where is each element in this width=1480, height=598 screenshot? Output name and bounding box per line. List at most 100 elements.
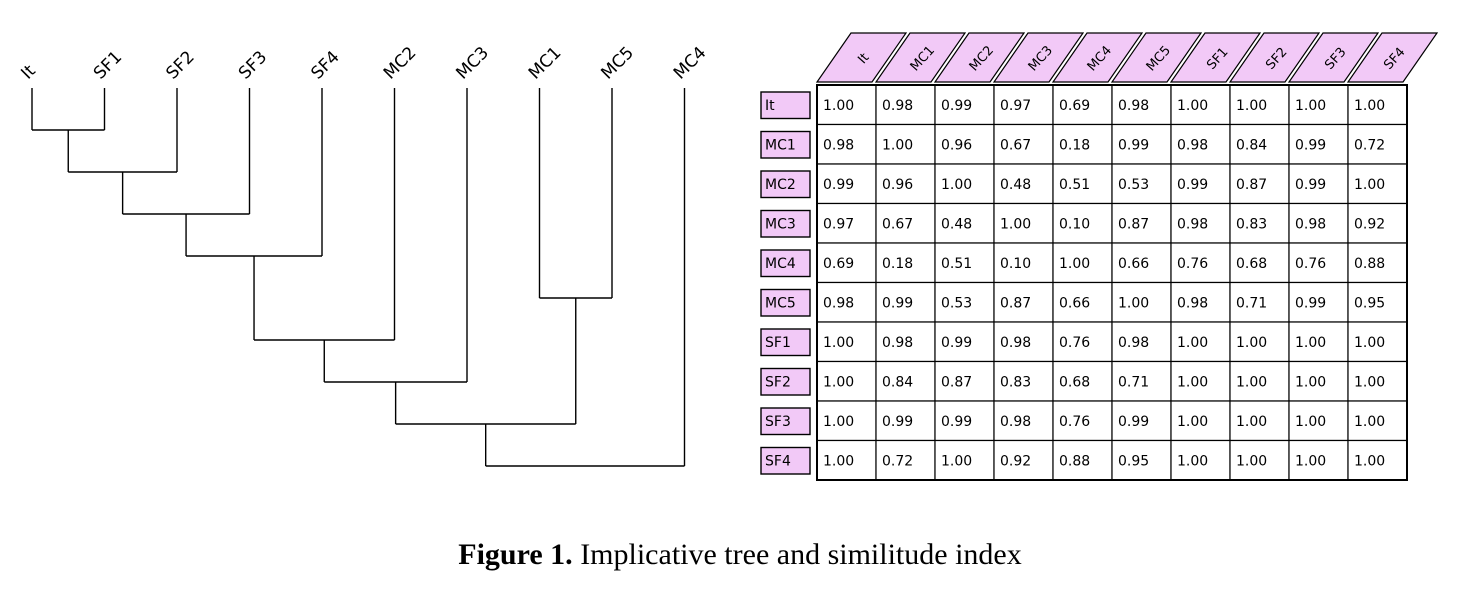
matrix-cell-value: 0.98 xyxy=(823,295,854,311)
row-header-cell-sf1 xyxy=(760,328,811,357)
matrix-cell-value: 1.00 xyxy=(1295,453,1326,469)
matrix-cell xyxy=(1347,281,1408,323)
matrix-cell-value: 1.00 xyxy=(823,335,854,351)
leaf-label-sf3: SF3 xyxy=(235,47,271,83)
matrix-cell-value: 0.10 xyxy=(1059,216,1090,232)
matrix-cell-value: 0.71 xyxy=(1118,374,1149,390)
row-header-label-mc2: MC2 xyxy=(765,177,796,193)
matrix-cell-value: 0.51 xyxy=(941,256,972,272)
matrix-cell-value: 1.00 xyxy=(1059,256,1090,272)
row-header-label-mc1: MC1 xyxy=(765,137,796,153)
matrix-cell xyxy=(1347,400,1408,442)
matrix-cell-value: 0.99 xyxy=(1177,177,1208,193)
row-header-label-sf2: SF2 xyxy=(765,374,791,390)
matrix-cell-value: 0.92 xyxy=(1354,216,1385,232)
matrix-cell-value: 0.99 xyxy=(1118,414,1149,430)
matrix-cell-value: 1.00 xyxy=(1177,453,1208,469)
matrix-cell-value: 0.76 xyxy=(1059,335,1090,351)
matrix-cell-value: 1.00 xyxy=(1295,374,1326,390)
matrix-cell-value: 0.76 xyxy=(1295,256,1326,272)
matrix-cell xyxy=(934,163,995,205)
matrix-cell-value: 1.00 xyxy=(1118,295,1149,311)
matrix-cell-value: 0.95 xyxy=(1354,295,1385,311)
figure-caption: Figure 1. Implicative tree and similitud… xyxy=(0,538,1480,572)
matrix-cell-value: 0.87 xyxy=(1000,295,1031,311)
matrix-cell-value: 0.98 xyxy=(1118,335,1149,351)
matrix-cell xyxy=(1229,163,1290,205)
leaf-label-mc5: MC5 xyxy=(597,43,638,84)
matrix-cell-value: 1.00 xyxy=(1236,453,1267,469)
matrix-cell-value: 0.69 xyxy=(823,256,854,272)
matrix-cell-value: 0.76 xyxy=(1059,414,1090,430)
matrix-cell xyxy=(993,321,1054,363)
matrix-cell-value: 0.98 xyxy=(1000,414,1031,430)
matrix-cell xyxy=(1052,360,1113,402)
matrix-cell-value: 0.69 xyxy=(1059,98,1090,114)
matrix-cell-value: 0.98 xyxy=(1177,216,1208,232)
col-header-cell-mc2 xyxy=(933,32,1026,83)
matrix-cell-value: 0.68 xyxy=(1059,374,1090,390)
matrix-cell xyxy=(1052,281,1113,323)
matrix-cell xyxy=(1111,400,1172,442)
matrix-cell xyxy=(875,202,936,244)
matrix-cell-value: 0.84 xyxy=(1236,137,1267,153)
matrix-cell xyxy=(1229,242,1290,284)
row-header-cell-sf2 xyxy=(760,367,811,396)
matrix-cell xyxy=(934,202,995,244)
matrix-cell xyxy=(816,400,877,442)
matrix-cell-value: 0.98 xyxy=(1177,295,1208,311)
matrix-cell xyxy=(816,242,877,284)
matrix-cell xyxy=(1288,163,1349,205)
matrix-cell-value: 0.99 xyxy=(823,177,854,193)
matrix-cell xyxy=(816,163,877,205)
row-header-label-sf1: SF1 xyxy=(765,335,791,351)
row-header-cell-mc3 xyxy=(760,209,811,238)
matrix-cell-value: 1.00 xyxy=(1236,335,1267,351)
matrix-cell-value: 1.00 xyxy=(1295,98,1326,114)
matrix-cell-value: 1.00 xyxy=(823,453,854,469)
matrix-cell-value: 0.96 xyxy=(882,177,913,193)
matrix-cell-value: 1.00 xyxy=(823,414,854,430)
matrix-cell-value: 1.00 xyxy=(1236,98,1267,114)
matrix-cell-value: 0.96 xyxy=(941,137,972,153)
leaf-label-mc2: MC2 xyxy=(380,43,421,84)
matrix-cell-value: 0.98 xyxy=(1118,98,1149,114)
caption-text: Implicative tree and similitude index xyxy=(572,538,1022,571)
matrix-cell-value: 1.00 xyxy=(1295,335,1326,351)
col-header-cell-sf3 xyxy=(1287,32,1380,83)
row-header-cell-it xyxy=(760,91,811,120)
matrix-cell-value: 0.18 xyxy=(1059,137,1090,153)
matrix-cell-value: 0.99 xyxy=(882,414,913,430)
matrix-cell-value: 0.87 xyxy=(1236,177,1267,193)
matrix-cell-value: 1.00 xyxy=(1295,414,1326,430)
matrix-cell xyxy=(1052,400,1113,442)
matrix-cell-value: 0.99 xyxy=(941,98,972,114)
row-header-label-mc5: MC5 xyxy=(765,295,796,311)
matrix-cell xyxy=(1170,123,1231,165)
matrix-cell-value: 1.00 xyxy=(1177,374,1208,390)
matrix-cell xyxy=(993,163,1054,205)
matrix-cell-value: 0.68 xyxy=(1236,256,1267,272)
matrix-cell-value: 1.00 xyxy=(1236,414,1267,430)
col-header-cell-mc4 xyxy=(1051,32,1144,83)
matrix-cell-value: 1.00 xyxy=(1177,414,1208,430)
matrix-cell-value: 0.99 xyxy=(1295,295,1326,311)
matrix-cell-value: 0.71 xyxy=(1236,295,1267,311)
matrix-cell-value: 1.00 xyxy=(823,98,854,114)
leaf-label-mc4: MC4 xyxy=(670,43,711,84)
leaf-label-mc3: MC3 xyxy=(452,43,493,84)
matrix-cell-value: 0.87 xyxy=(1118,216,1149,232)
row-header-cell-mc4 xyxy=(760,249,811,278)
matrix-cell xyxy=(1288,400,1349,442)
matrix-cell-value: 0.99 xyxy=(941,414,972,430)
matrix-cell xyxy=(1229,360,1290,402)
matrix-cell xyxy=(875,439,936,481)
matrix-cell xyxy=(1288,123,1349,165)
matrix-cell-value: 0.98 xyxy=(823,137,854,153)
matrix-cell xyxy=(1111,360,1172,402)
row-header-cell-mc1 xyxy=(760,130,811,159)
matrix-cell xyxy=(993,202,1054,244)
